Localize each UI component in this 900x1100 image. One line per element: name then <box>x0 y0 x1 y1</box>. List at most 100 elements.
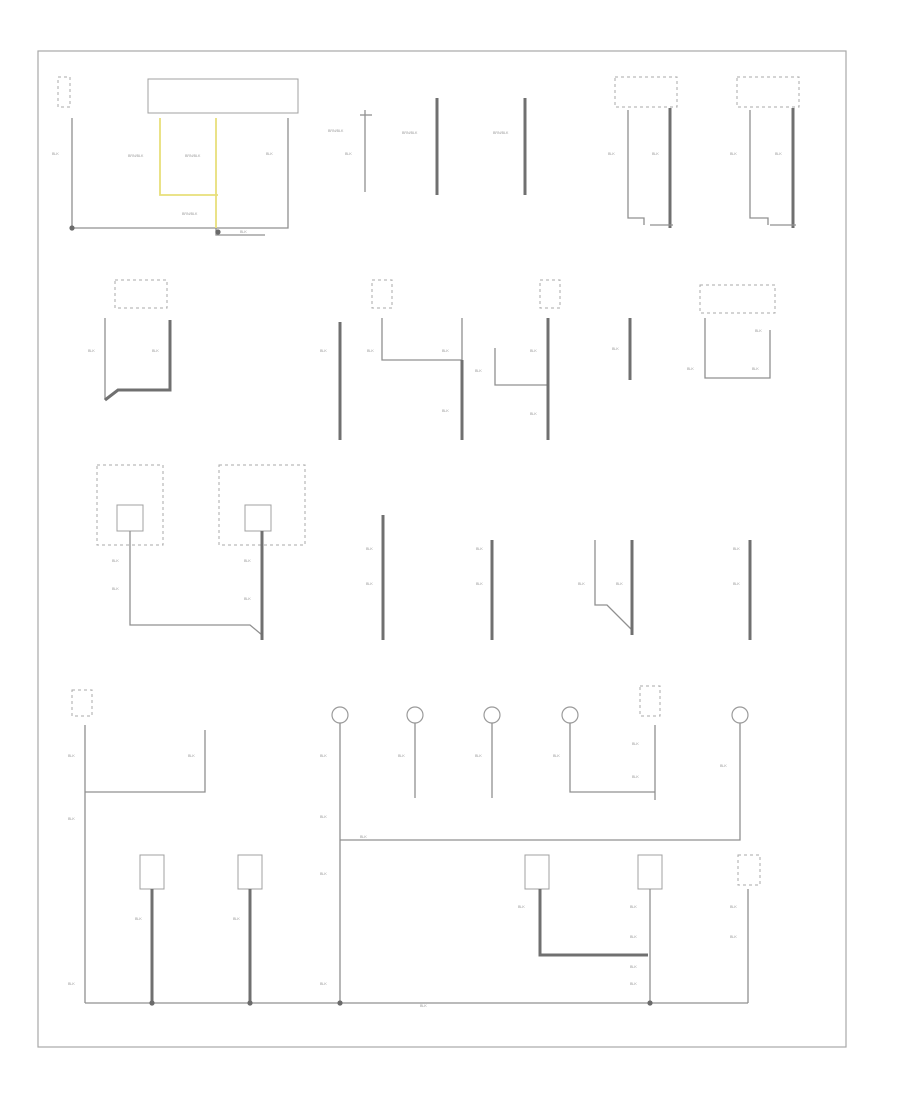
splice-node <box>337 1000 343 1006</box>
connector-dashed-box <box>71 689 93 717</box>
wire-label: BLK <box>630 965 637 969</box>
wire-label: BLK <box>733 582 740 586</box>
splice-node <box>69 225 75 231</box>
module-inner-box <box>244 504 272 532</box>
wire-label: BRN/BLK <box>128 154 144 158</box>
wire-label: BLK <box>442 349 449 353</box>
component-box <box>524 854 550 890</box>
splice-node <box>247 1000 253 1006</box>
wire-label: BLK <box>755 329 762 333</box>
wire-label: BLK <box>530 349 537 353</box>
component-box <box>139 854 165 890</box>
wire-label: BRN/BLK <box>182 212 198 216</box>
wire-label: BLK <box>320 872 327 876</box>
wire-label: BLK <box>733 547 740 551</box>
connector-dashed-box <box>737 854 761 886</box>
module-inner-box <box>116 504 144 532</box>
module-dashed-box <box>96 464 164 546</box>
wire-label: BRN/BLK <box>185 154 201 158</box>
wire-label: BLK <box>632 775 639 779</box>
control-unit-box <box>147 78 299 114</box>
wire-label: BLK <box>112 559 119 563</box>
wire-label: BLK <box>112 587 119 591</box>
wire-label: BLK <box>88 349 95 353</box>
wire-label: BLK <box>320 754 327 758</box>
wire-label: BLK <box>345 152 352 156</box>
wire-label: BLK <box>68 982 75 986</box>
wire-label: BLK <box>240 230 247 234</box>
wire-label: BLK <box>68 817 75 821</box>
wire-label: BLK <box>233 917 240 921</box>
wire-label: BLK <box>720 764 727 768</box>
connector-dashed-box <box>639 685 661 717</box>
wire-label: BLK <box>476 547 483 551</box>
row-5-circuits <box>85 854 761 1006</box>
wire-label: BLK <box>752 367 759 371</box>
wire-label: BLK <box>367 349 374 353</box>
row-4-circuits <box>71 685 749 1003</box>
wire-label: BLK <box>320 349 327 353</box>
wire-label: BLK <box>553 754 560 758</box>
wire-label: BLK <box>52 152 59 156</box>
wire-label: BLK <box>442 409 449 413</box>
wire-label: BLK <box>475 369 482 373</box>
connector-dashed-box <box>736 76 800 108</box>
lamp-icon <box>406 706 424 724</box>
row-3-circuits <box>96 464 752 640</box>
wire-label: BLK <box>630 905 637 909</box>
component-box <box>237 854 263 890</box>
wire-label: BLK <box>320 815 327 819</box>
component-box <box>637 854 663 890</box>
wire-label: BLK <box>630 982 637 986</box>
wire-label: BLK <box>366 547 373 551</box>
wire-label: BLK <box>616 582 623 586</box>
wire-label: BLK <box>632 742 639 746</box>
connector-dashed-box <box>539 279 561 309</box>
wire-label: BLK <box>244 597 251 601</box>
wire-label: BLK <box>630 935 637 939</box>
wire-label: BLK <box>320 982 327 986</box>
wire-label: BLK <box>420 1004 427 1008</box>
diagram-border <box>37 50 847 1048</box>
splice-node <box>149 1000 155 1006</box>
wire-label: BLK <box>188 754 195 758</box>
wire-label: BLK <box>730 935 737 939</box>
wire-label: BLK <box>360 835 367 839</box>
connector-dashed-box <box>614 76 678 108</box>
wire-label: BRN/BLK <box>402 131 418 135</box>
wire-label: BLK <box>244 559 251 563</box>
wire-label: BLK <box>775 152 782 156</box>
wire-label: BLK <box>476 582 483 586</box>
wire-label: BRN/BLK <box>328 129 344 133</box>
wire-label: BLK <box>652 152 659 156</box>
row-2-circuits <box>104 279 776 440</box>
wire-label: BLK <box>518 905 525 909</box>
wire-label: BLK <box>612 347 619 351</box>
wire-label: BLK <box>135 917 142 921</box>
lamp-icon <box>731 706 749 724</box>
wire-label: BLK <box>608 152 615 156</box>
wire-label: BLK <box>266 152 273 156</box>
lamp-icon <box>483 706 501 724</box>
wire-label: BLK <box>530 412 537 416</box>
wire-label: BLK <box>687 367 694 371</box>
splice-node <box>647 1000 653 1006</box>
wire-label: BLK <box>475 754 482 758</box>
wire-label: BLK <box>152 349 159 353</box>
connector-dashed-box <box>699 284 776 314</box>
wire-label: BLK <box>398 754 405 758</box>
connector-dashed-box <box>114 279 168 309</box>
lamp-icon <box>331 706 349 724</box>
module-dashed-box <box>218 464 306 546</box>
splice-node <box>215 229 221 235</box>
wire-label: BLK <box>578 582 585 586</box>
wire-label: BLK <box>730 152 737 156</box>
wire-label: BRN/BLK <box>493 131 509 135</box>
wire-label: BLK <box>730 905 737 909</box>
wire-labels: BLK BRN/BLK BRN/BLK BLK BRN/BLK BLK BRN/… <box>52 129 782 1008</box>
lamp-icon <box>561 706 579 724</box>
wire-label: BLK <box>366 582 373 586</box>
wire-label: BLK <box>68 754 75 758</box>
row-1-circuits <box>57 76 800 236</box>
